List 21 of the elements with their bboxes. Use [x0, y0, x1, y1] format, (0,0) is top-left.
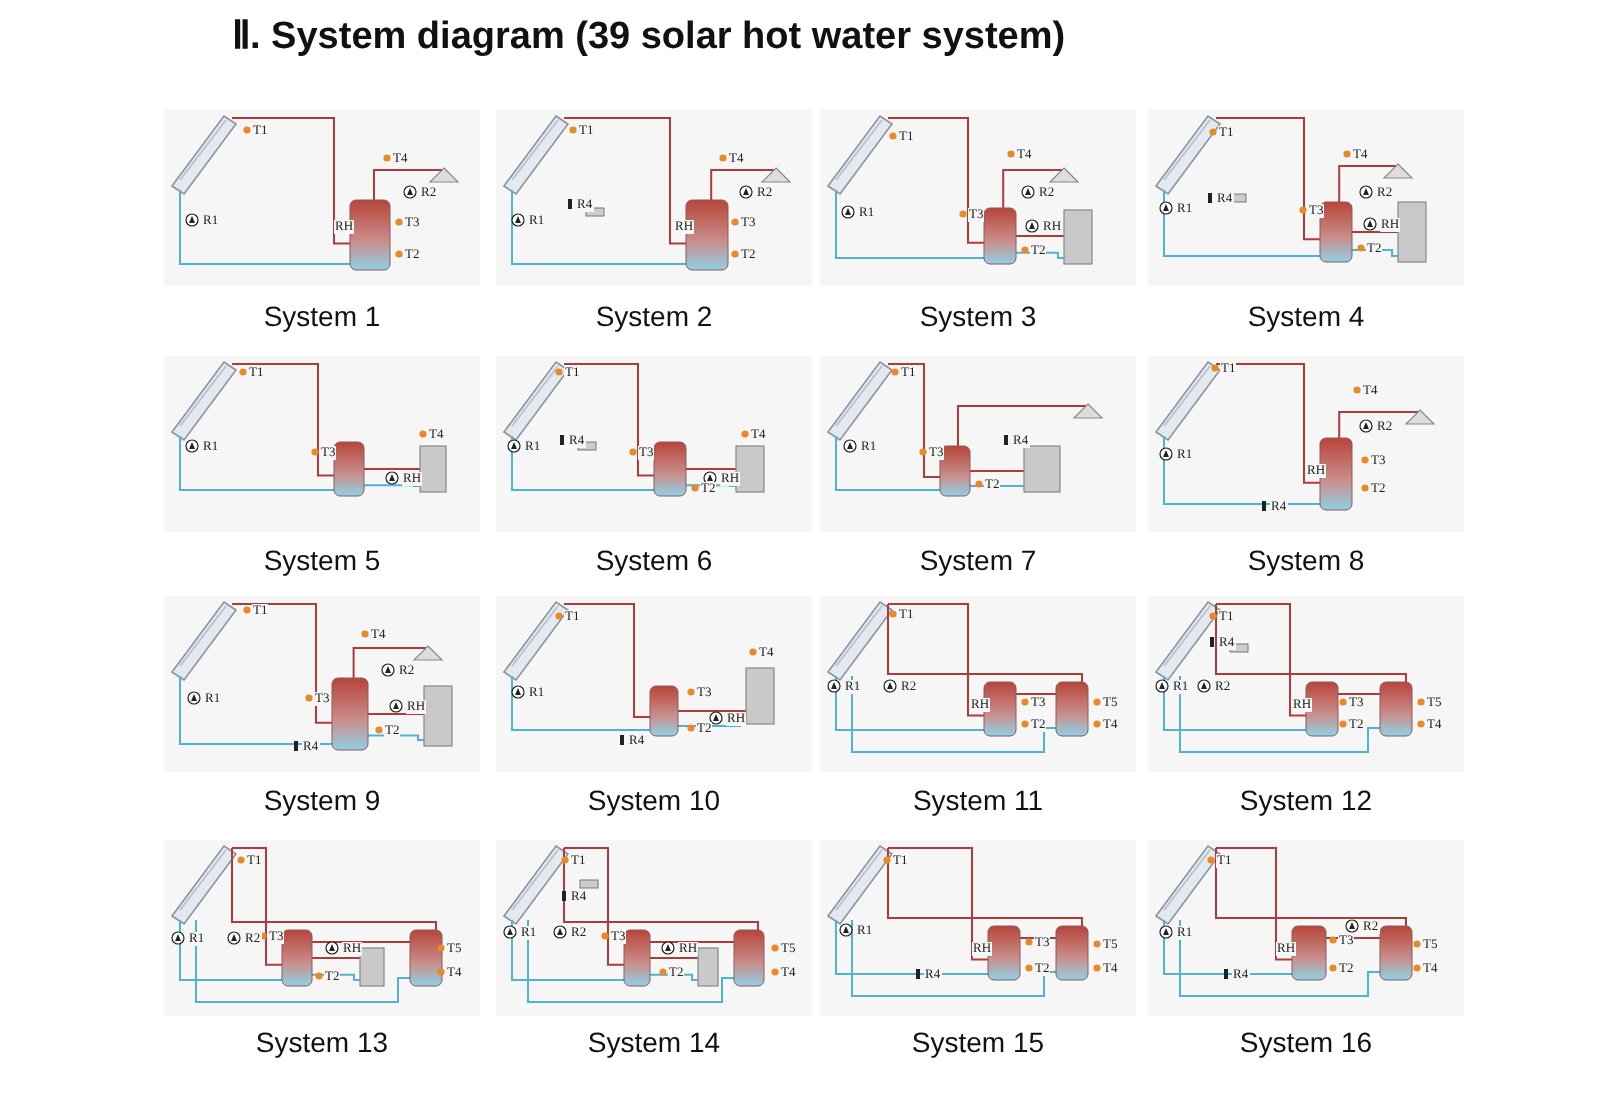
system-caption: System 1 — [261, 300, 383, 332]
system-caption: System 11 — [910, 784, 1046, 816]
system-panel — [164, 110, 480, 338]
system-caption: System 16 — [1237, 1026, 1375, 1058]
system-caption: System 10 — [585, 784, 723, 816]
page-title: Ⅱ. System diagram (39 solar hot water system) — [232, 14, 1066, 60]
system-caption: System 8 — [1245, 544, 1367, 576]
system-caption: System 5 — [261, 544, 383, 576]
system-caption: System 2 — [593, 300, 715, 332]
system-caption: System 9 — [261, 784, 383, 816]
system-caption: System 13 — [253, 1026, 391, 1058]
system-caption: System 12 — [1237, 784, 1375, 816]
system-caption: System 6 — [593, 544, 715, 576]
system-caption: System 14 — [585, 1026, 723, 1058]
system-panel — [496, 110, 812, 338]
system-panel — [820, 110, 1136, 338]
system-caption: System 4 — [1245, 300, 1367, 332]
system-caption: System 7 — [917, 544, 1039, 576]
system-caption: System 15 — [909, 1026, 1047, 1058]
system-panel — [1148, 110, 1464, 338]
system-caption: System 3 — [917, 300, 1039, 332]
